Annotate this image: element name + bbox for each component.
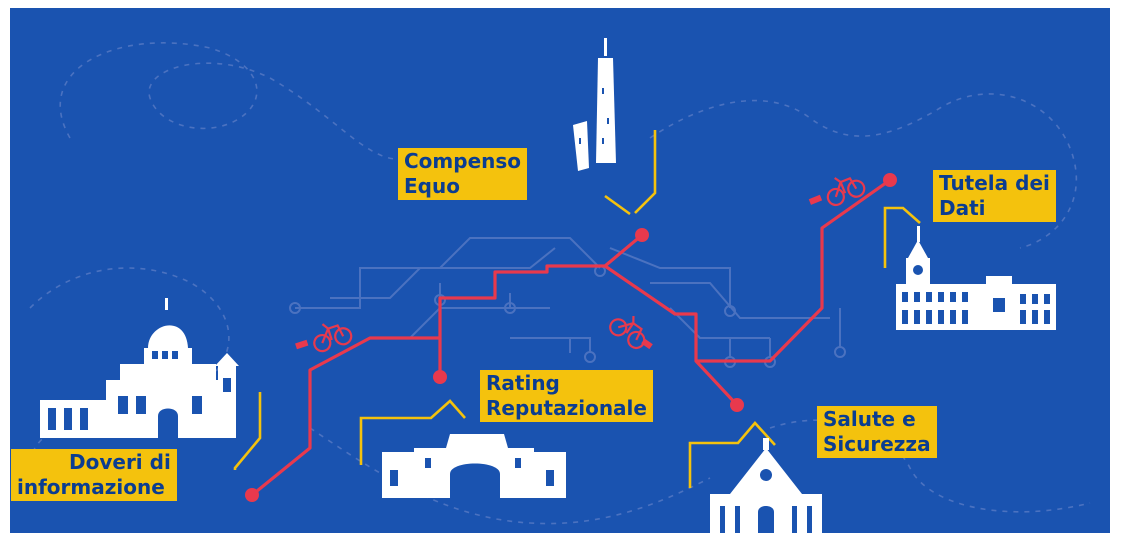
label-rating-line-1: Rating	[486, 371, 560, 395]
circuit-nodes	[289, 265, 846, 368]
label-rating-line-2: Reputazionale	[486, 396, 647, 420]
label-doveri-line-1: Doveri di	[69, 450, 171, 474]
label-compenso-equo: Compenso Equo	[398, 148, 528, 200]
route-stops	[245, 173, 897, 502]
label-doveri-di-informazione: Doveri di informazione	[11, 449, 177, 501]
basilica-icon	[710, 438, 822, 533]
bicycle-icon	[295, 323, 353, 353]
stop-tutela	[883, 173, 897, 187]
stop-salute	[730, 398, 744, 412]
circuit-decoration	[295, 237, 841, 358]
stop-doveri	[245, 488, 259, 502]
label-tutela-line-1: Tutela dei	[939, 171, 1050, 195]
label-doveri-line-2: informazione	[17, 475, 165, 499]
label-salute-e-sicurezza: Salute e Sicurezza	[817, 406, 937, 458]
label-rating-reputazionale: Rating Reputazionale	[480, 370, 653, 422]
stop-compenso	[635, 228, 649, 242]
infographic-artwork	[26, 38, 1091, 533]
label-compenso-line-1: Compenso	[404, 149, 522, 173]
callout-lines	[233, 130, 921, 488]
two-towers-icon	[573, 38, 616, 171]
palazzo-icon	[896, 226, 1056, 330]
label-compenso-line-2: Equo	[404, 174, 460, 198]
bicycle-icon	[808, 176, 866, 207]
label-tutela-line-2: Dati	[939, 196, 986, 220]
label-salute-line-2: Sicurezza	[823, 432, 931, 456]
sanctuary-icon	[40, 298, 239, 438]
infographic-canvas: Compenso Equo Tutela dei Dati Rating Rep…	[10, 8, 1110, 533]
stop-rating	[433, 370, 447, 384]
label-tutela-dei-dati: Tutela dei Dati	[933, 170, 1056, 222]
label-salute-line-1: Salute e	[823, 407, 916, 431]
bicycle-icon	[609, 316, 653, 350]
city-gate-icon	[382, 434, 566, 498]
route-line	[250, 178, 891, 497]
